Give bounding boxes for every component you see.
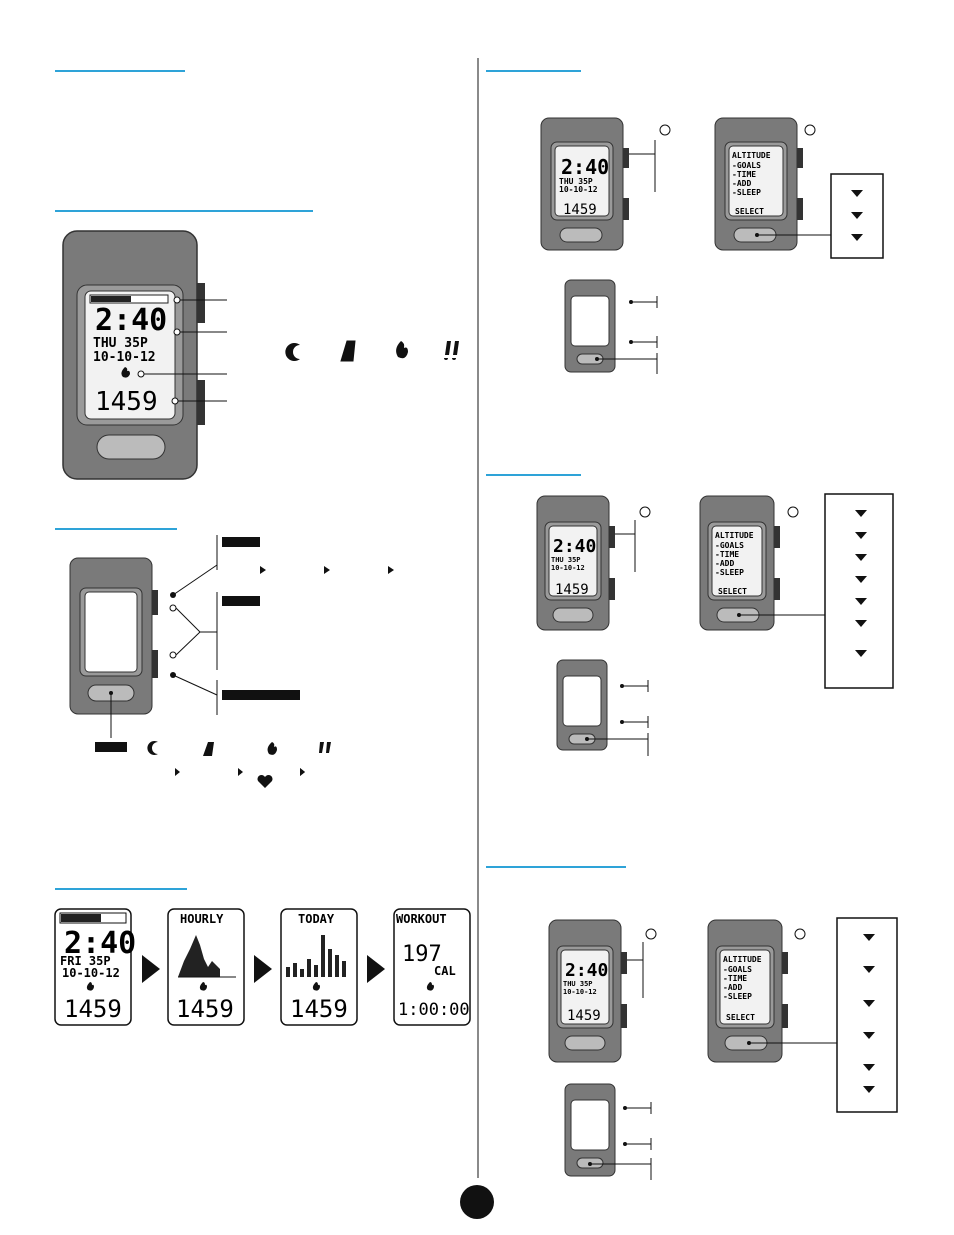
seq-heading: TODAY — [298, 912, 335, 926]
seq-date: 10-10-12 — [62, 966, 120, 980]
settings-diagram-a: 2:40 THU 35P 10-10-12 1459 ALTITUDE -GOA… — [540, 117, 884, 374]
section-underline — [486, 70, 581, 72]
column-divider — [477, 58, 479, 1178]
seq-duration: 1:00:00 — [398, 1000, 470, 1020]
road-icon — [340, 340, 356, 362]
flame-icon — [267, 742, 277, 755]
section-underline — [486, 866, 626, 868]
display-time: 2:40 — [95, 303, 167, 338]
menu-item: -SLEEP — [732, 188, 761, 197]
moon-icon — [147, 741, 158, 755]
road-icon — [203, 742, 214, 756]
menu-footer: SELECT — [726, 1013, 755, 1022]
settings-diagram-c: 2:40 THU 35P 10-10-12 1459 ALTITUDE -GOA… — [548, 917, 898, 1180]
mini-value: 1459 — [563, 202, 597, 218]
menu-footer: SELECT — [718, 587, 747, 596]
seq-heading: WORKOUT — [396, 912, 447, 926]
section-underline — [55, 70, 185, 72]
seq-day: FRI 35P — [60, 954, 111, 968]
display-date: 10-10-12 — [93, 350, 156, 365]
menu-item: -ADD — [715, 559, 734, 568]
seq-value: 1459 — [290, 995, 348, 1023]
flame-icon — [312, 982, 320, 991]
seq-time: 2:40 — [64, 926, 136, 961]
mini-value: 1459 — [567, 1008, 601, 1024]
display-value: 1459 — [95, 387, 158, 417]
mini-time: 2:40 — [553, 536, 596, 557]
seq-unit: CAL — [434, 964, 456, 978]
mini-time: 2:40 — [565, 960, 608, 981]
footprints-icon — [319, 742, 331, 753]
mini-time: 2:40 — [561, 155, 609, 179]
menu-item: -GOALS — [715, 541, 744, 550]
seq-value: 1459 — [176, 995, 234, 1023]
menu-item: -TIME — [732, 170, 756, 179]
mini-date: 10-10-12 — [559, 185, 598, 194]
section-underline — [55, 210, 313, 212]
section-underline — [55, 528, 177, 530]
display-day: THU 35P — [93, 336, 148, 351]
menu-item: -SLEEP — [723, 992, 752, 1001]
menu-footer: SELECT — [735, 207, 764, 216]
mini-value: 1459 — [555, 582, 589, 598]
display-sequence: 2:40 FRI 35P 10-10-12 1459 HOURLY 1459 T… — [54, 908, 471, 1026]
section-underline — [486, 474, 581, 476]
section-underline — [55, 888, 187, 890]
settings-diagram-b: 2:40 THU 35P 10-10-12 1459 ALTITUDE -GOA… — [536, 493, 894, 756]
menu-title: ALTITUDE — [723, 955, 762, 964]
flame-icon — [121, 367, 130, 378]
menu-item: -GOALS — [732, 161, 761, 170]
mini-day: THU 35P — [551, 556, 581, 564]
flame-icon — [86, 982, 94, 991]
moon-icon — [285, 343, 300, 361]
menu-title: ALTITUDE — [715, 531, 754, 540]
seq-heading: HOURLY — [180, 912, 224, 926]
menu-item: -GOALS — [723, 965, 752, 974]
seq-calories: 197 — [402, 942, 442, 967]
footprints-icon — [444, 341, 459, 360]
menu-title: ALTITUDE — [732, 151, 771, 160]
button-function-diagram — [69, 535, 394, 788]
menu-item: -TIME — [715, 550, 739, 559]
flame-icon — [426, 982, 434, 991]
menu-item: -SLEEP — [715, 568, 744, 577]
flame-icon — [199, 982, 207, 991]
large-device-diagram: 2:40 THU 35P 10-10-12 1459 — [62, 230, 459, 480]
mini-day: THU 35P — [559, 177, 593, 186]
mini-date: 10-10-12 — [563, 988, 597, 996]
heart-icon — [257, 774, 273, 788]
flame-icon — [396, 341, 408, 359]
seq-value: 1459 — [64, 995, 122, 1023]
page-number-dot — [460, 1185, 494, 1219]
menu-item: -TIME — [723, 974, 747, 983]
menu-item: -ADD — [723, 983, 742, 992]
menu-item: -ADD — [732, 179, 751, 188]
mini-day: THU 35P — [563, 980, 593, 988]
mini-date: 10-10-12 — [551, 564, 585, 572]
